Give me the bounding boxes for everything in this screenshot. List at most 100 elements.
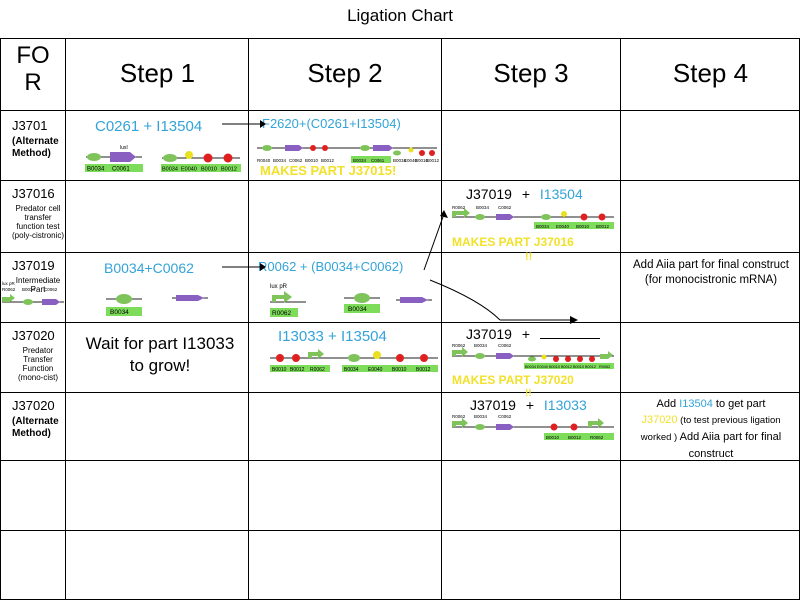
part-label: B0034: [87, 167, 105, 173]
part-label: B0034: [474, 414, 488, 419]
step4-post: Add Aiia part for final construct: [677, 431, 782, 460]
row-desc: (Alternate: [12, 136, 59, 147]
part-label: B0010: [201, 167, 217, 173]
row-desc: (Alternate: [12, 416, 59, 427]
part-label: B0012: [596, 224, 610, 229]
parts-diagram: B0034 E0040 B0010 B0012: [161, 151, 241, 173]
row-desc: Predator cell: [15, 204, 61, 213]
row-desc: transfer: [24, 213, 52, 222]
row-id: J37020: [12, 328, 55, 343]
step3-part-a: J37019: [466, 186, 512, 202]
parts-diagram: luxI B0034 C0061: [85, 145, 143, 173]
parts-diagram: R0062 B0034 C0062 B0010 B0012 R0062: [452, 414, 614, 440]
part-label: C0062: [498, 414, 512, 419]
part-label: E0040: [404, 158, 418, 163]
part-label: R0062: [2, 287, 16, 292]
connector-arrows: [423, 210, 578, 324]
parts-diagram: [172, 295, 208, 301]
step1-text: Wait for part I13033 to grow!: [85, 334, 235, 375]
row-desc: (mono-cist): [17, 373, 58, 382]
step3-text: J37019 + I13033: [470, 397, 587, 413]
step3-text: J37019 +: [466, 326, 600, 342]
part-label: C0062: [289, 158, 303, 163]
part-label: B0012: [585, 365, 596, 369]
header-step2: Step 2: [307, 58, 383, 88]
row-desc: function test: [16, 222, 60, 231]
step3-note: MAKES PART J37016: [452, 235, 574, 249]
part-label: B0012: [568, 435, 582, 440]
part-label: B0012: [221, 167, 237, 173]
part-label: B0034: [22, 287, 36, 292]
part-label: R0062: [452, 414, 466, 419]
part-label: C0062: [498, 343, 512, 348]
step2-note: MAKES PART J37015!: [260, 163, 397, 178]
part-label: B0034: [474, 343, 488, 348]
header-step3: Step 3: [493, 58, 569, 88]
part-label: B0034: [110, 309, 129, 316]
part-label: B0010: [546, 435, 560, 440]
part-label: B0010: [305, 158, 319, 163]
part-label: C0062: [44, 287, 58, 292]
part-label: B0012: [561, 365, 572, 369]
part-label: B0012: [426, 158, 440, 163]
part-label: B0034: [476, 205, 490, 210]
row-desc: Transfer: [23, 355, 53, 364]
step1-text: C0261 + I13504: [95, 118, 203, 135]
row-desc: Intermediate: [15, 276, 61, 285]
part-label: B0034: [348, 306, 367, 313]
step4-paren: (to test previous ligation worked ): [640, 415, 781, 443]
row-desc: Method): [12, 428, 51, 439]
part-label: B0034: [536, 224, 550, 229]
step1-text: B0034+C0062: [104, 260, 194, 276]
part-label: R0062: [310, 367, 325, 373]
part-label: C0062: [498, 205, 512, 210]
step4-text: Add I13504 to get part J37020 (to test p…: [628, 396, 794, 462]
part-label: E0040: [181, 167, 197, 173]
step3-part-a: J37019: [470, 397, 516, 413]
step4-mid: to get part: [712, 398, 766, 410]
row-desc: Method): [12, 148, 51, 159]
row-desc: Part: [30, 285, 46, 294]
part-label: B0034: [273, 158, 287, 163]
part-label: R0062: [590, 435, 604, 440]
part-label: B0034: [344, 367, 359, 373]
part-label: C0061: [371, 158, 385, 163]
parts-diagram: R0062 B0034 C0062 B0034 E0040 B0010 B001…: [452, 343, 614, 369]
row-label-j37019: J37019 Intermediate Part: [12, 258, 64, 294]
svg-text:lux pR: lux pR: [270, 284, 288, 290]
step2-text: I13033 + I13504: [278, 328, 387, 345]
step3-part-b: I13033: [543, 397, 587, 413]
header-for-line2: R: [24, 69, 42, 96]
part-label: R0062: [452, 343, 466, 348]
step3-plus: +: [525, 397, 535, 413]
svg-text:luxI: luxI: [120, 145, 128, 151]
parts-diagram: R0062 B0034 C0062 B0034 E0040 B0010 B001…: [452, 205, 614, 229]
step3-text: J37019 + I13504: [466, 186, 583, 202]
parts-diagram: B0034: [344, 293, 380, 313]
arrow-step1-to-step2: [222, 120, 266, 128]
step3-part-a: J37019: [466, 326, 512, 342]
part-label: B0010: [573, 365, 584, 369]
row-desc: (poly-cistronic): [12, 231, 65, 240]
row-desc: Function: [22, 364, 54, 373]
part-label: B0012: [290, 367, 305, 373]
row-id: J37019: [12, 258, 55, 273]
part-label: B0010: [549, 365, 560, 369]
part-label: B0034: [393, 158, 407, 163]
step3-plus: +: [521, 326, 531, 342]
part-label: B0034: [353, 158, 367, 163]
parts-diagram: R0040 B0034 C0062 B0010 B0012 B0034 C006…: [257, 145, 440, 163]
step3-note2: !!: [525, 388, 532, 399]
arrow-step1-to-step2: [222, 263, 266, 271]
row-label-j37016: J37016 Predator cell transfer function t…: [12, 186, 64, 240]
header-step1: Step 1: [119, 58, 196, 88]
step3-plus: +: [521, 186, 531, 202]
part-label: E0040: [368, 367, 383, 373]
step3-note: MAKES PART J37020: [452, 373, 574, 387]
part-label: B0010: [392, 367, 407, 373]
part-label: R0062: [272, 310, 292, 317]
page-title: Ligation Chart: [347, 6, 453, 25]
parts-diagram: lux pR R0062 B0034 C0062: [2, 281, 64, 305]
parts-diagram: B0010 B0012 R0062 B0034 E0040 B0010 B001…: [270, 349, 438, 373]
step4-pre: Add: [656, 398, 680, 410]
